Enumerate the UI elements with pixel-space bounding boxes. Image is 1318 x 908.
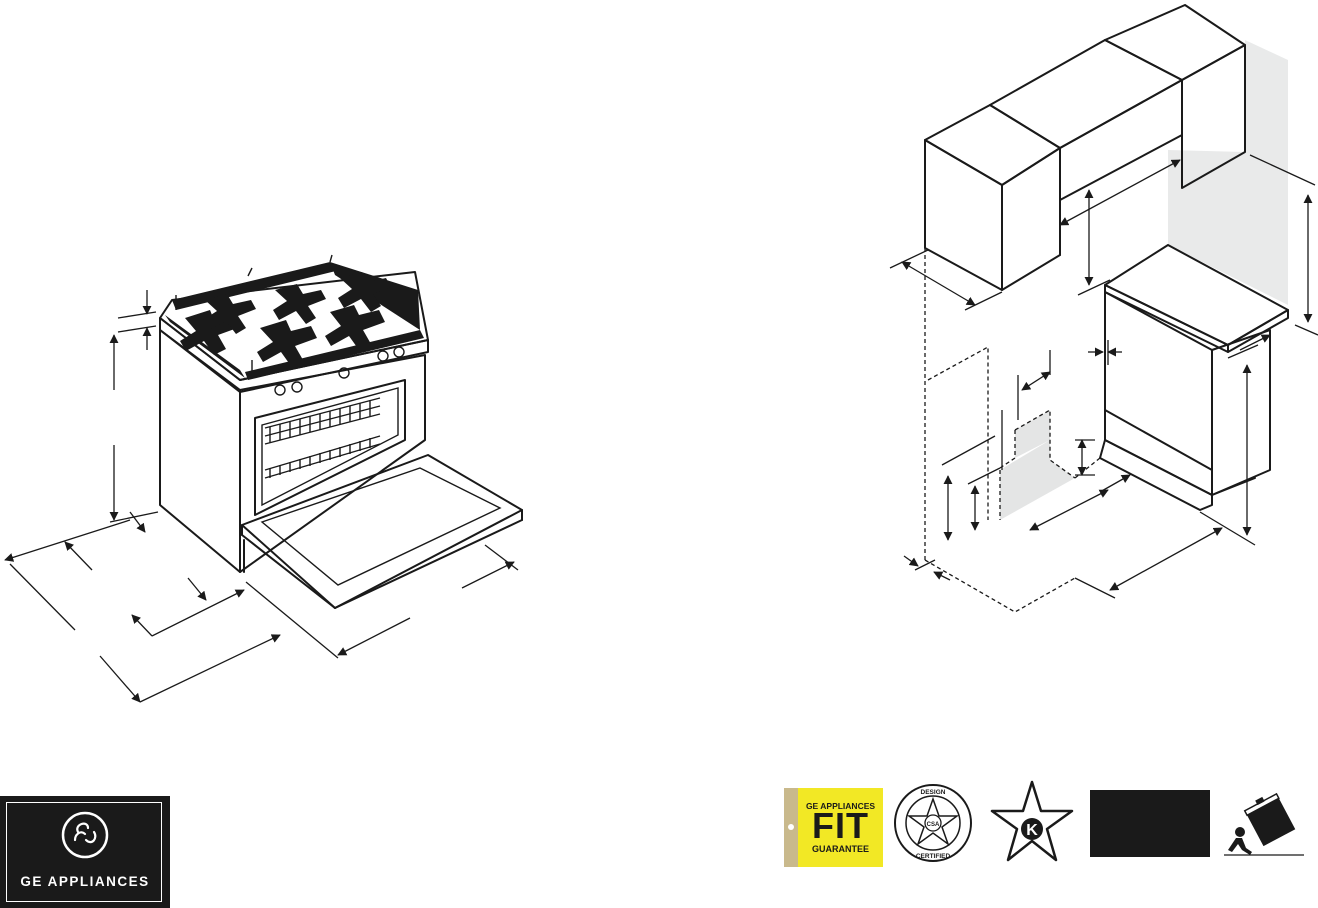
- design-certified-icon: CSA DESIGN CERTIFIED: [894, 784, 972, 862]
- fit-line1: GE APPLIANCES: [805, 801, 876, 811]
- svg-text:CSA: CSA: [927, 822, 940, 828]
- fit-guarantee-badge: GE APPLIANCES FIT GUARANTEE: [784, 788, 883, 867]
- oven-window: [254, 379, 406, 516]
- base-cabinet: [1099, 244, 1289, 511]
- wall-shade: [1168, 40, 1288, 305]
- range-illustration: [4, 254, 523, 703]
- black-label-block: [1090, 790, 1210, 857]
- logo-inner-frame: [6, 802, 162, 902]
- fit-line3: GUARANTEE: [811, 844, 869, 854]
- svg-text:K: K: [1026, 822, 1038, 839]
- dimension-lines: [4, 290, 519, 703]
- control-knobs: [274, 346, 405, 396]
- oven-door: [241, 454, 523, 609]
- svg-text:CERTIFIED: CERTIFIED: [916, 853, 951, 860]
- ge-appliances-logo: GE GE APPLIANCES: [0, 796, 170, 908]
- cooktop-grates: [165, 262, 424, 380]
- installation-diagram: [889, 4, 1318, 613]
- clearance-dimensions: [889, 154, 1318, 599]
- ge-monogram-icon: GE: [61, 811, 109, 859]
- tape-hole: [788, 824, 794, 830]
- brand-name: GE APPLIANCES: [20, 874, 150, 889]
- svg-text:DESIGN: DESIGN: [921, 789, 946, 796]
- range-body: [159, 271, 429, 573]
- range-footprint: [924, 248, 1101, 613]
- kosher-star-icon: K: [990, 780, 1074, 862]
- tip-over-warning-icon: [1224, 792, 1304, 856]
- fit-line2: FIT: [812, 805, 869, 846]
